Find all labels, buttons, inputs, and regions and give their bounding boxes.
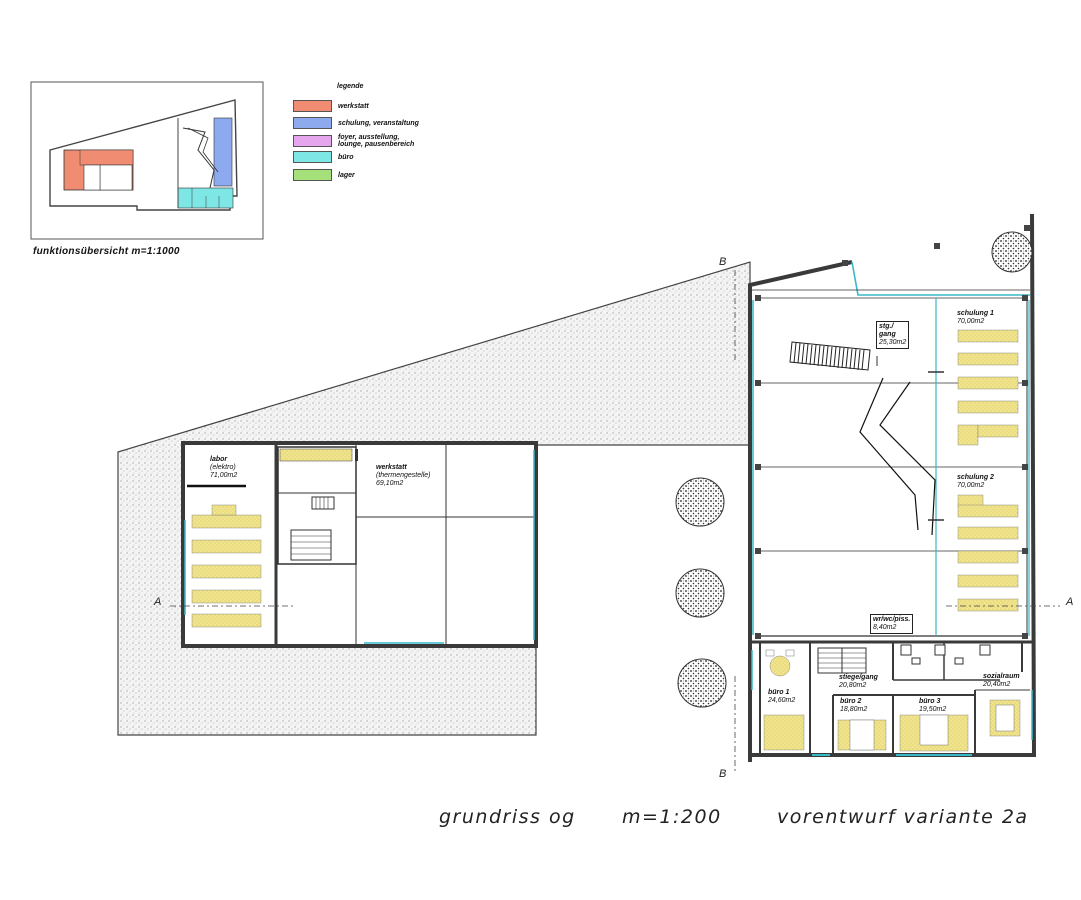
room-area: 69,10m2 [376, 480, 404, 487]
plan-title: grundriss og [439, 806, 576, 828]
schulung-1-desks [957, 329, 1019, 446]
legend-item-werkstatt: werkstatt [293, 100, 369, 112]
section-mark-a-left: A [154, 596, 162, 608]
legend-item-buero: büro [293, 151, 354, 163]
plan-scale: m=1:200 [622, 806, 722, 828]
inset-keyplan [30, 81, 264, 240]
room-name: büro 2 [840, 698, 862, 705]
east-wing [748, 213, 1037, 762]
legend-item-foyer: foyer, ausstellung, lounge, pausenbereic… [293, 134, 414, 148]
room-label-schulung-1: schulung 1 70,00m2 [957, 310, 994, 326]
room-label-buero-3: büro 3 19,50m2 [919, 698, 946, 714]
section-mark-b-top: B [719, 256, 727, 268]
room-name: wr/wc/piss. [873, 616, 911, 623]
west-wing [181, 441, 538, 648]
legend-item-schulung: schulung, veranstaltung [293, 117, 419, 129]
room-label-sozialraum: sozialraum 20,40m2 [983, 673, 1020, 689]
section-mark-b-bottom: B [719, 768, 727, 780]
room-label-werkstatt: werkstatt (thermengestelle) 69,10m2 [376, 464, 430, 488]
room-area: 24,60m2 [768, 697, 796, 704]
room-area: 8,40m2 [873, 624, 897, 631]
room-name: schulung 2 [957, 474, 994, 481]
legend-swatch [293, 135, 332, 147]
room-name: büro 1 [768, 689, 790, 696]
room-sub: (elektro) [210, 464, 236, 471]
schulung-2-desks [957, 494, 1019, 612]
room-name: werkstatt [376, 464, 407, 471]
room-label-buero-1: büro 1 24,60m2 [768, 689, 795, 705]
room-name: stiege/gang [839, 674, 878, 681]
legend-item-lager: lager [293, 169, 355, 181]
room-area: 25,30m2 [879, 339, 907, 346]
gravel-terrace-right [852, 214, 1032, 295]
legend-swatch [293, 117, 332, 129]
legend-heading: legende [337, 83, 364, 90]
room-name: sozialraum [983, 673, 1020, 680]
inset-caption: funktionsübersicht m=1:1000 [33, 246, 180, 257]
plan-variant: vorentwurf variante 2a [777, 806, 1029, 828]
room-area: 20,40m2 [983, 681, 1011, 688]
room-label-labor: labor (elektro) 71,00m2 [210, 456, 237, 480]
room-area: 71,00m2 [210, 472, 238, 479]
legend-label: büro [338, 153, 354, 161]
room-label-schulung-2: schulung 2 70,00m2 [957, 474, 994, 490]
legend-label: lager [338, 171, 355, 179]
room-sub: (thermengestelle) [376, 472, 431, 479]
room-label-wc: wr/wc/piss. 8,40m2 [870, 614, 914, 634]
room-area: 19,50m2 [919, 706, 947, 713]
legend-swatch [293, 169, 332, 181]
room-label-stg-gang: stg./ gang 25,30m2 [876, 321, 910, 349]
room-name: schulung 1 [957, 310, 994, 317]
trees [675, 231, 1033, 708]
room-area: 70,00m2 [957, 482, 985, 489]
legend-label: foyer, ausstellung, lounge, pausenbereic… [338, 134, 415, 148]
labor-desks [191, 504, 262, 628]
room-name: labor [210, 456, 228, 463]
room-name: büro 3 [919, 698, 941, 705]
room-name: stg./ gang [879, 323, 896, 338]
legend-label: schulung, veranstaltung [338, 119, 419, 127]
room-label-buero-2: büro 2 18,80m2 [840, 698, 867, 714]
legend-label: werkstatt [338, 102, 369, 110]
main-stair [789, 341, 871, 371]
legend-swatch [293, 151, 332, 163]
room-area: 20,80m2 [839, 682, 867, 689]
office-block [750, 640, 1033, 756]
room-area: 18,80m2 [840, 706, 868, 713]
room-label-stiege: stiege/gang 20,80m2 [839, 674, 878, 690]
section-mark-a-right: A [1066, 596, 1074, 608]
section-lines [170, 270, 1060, 772]
room-area: 70,00m2 [957, 318, 985, 325]
legend-swatch [293, 100, 332, 112]
